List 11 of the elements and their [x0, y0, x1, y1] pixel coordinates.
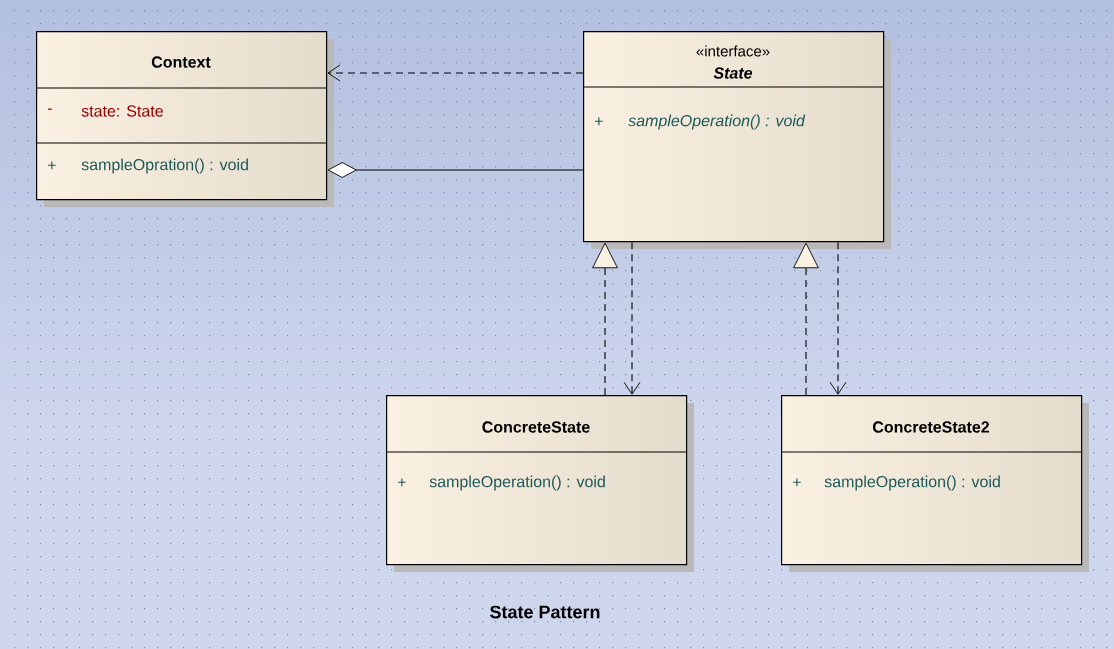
arrow — [327, 162, 584, 178]
diagram-caption: State Pattern — [490, 605, 600, 619]
arrow — [592, 242, 618, 396]
arrow — [623, 241, 641, 395]
class-box: ConcreteState2 + sampleOperation() : void — [780, 395, 1089, 572]
class-box: ConcreteState + sampleOperation() : void — [385, 395, 694, 572]
arrow — [327, 64, 584, 82]
arrow — [793, 242, 819, 396]
class-box: «interface» State + sampleOperation() : void — [582, 31, 891, 249]
class-box: Context - state: State + sampleOpration() : void — [35, 31, 334, 207]
arrow — [829, 241, 847, 395]
